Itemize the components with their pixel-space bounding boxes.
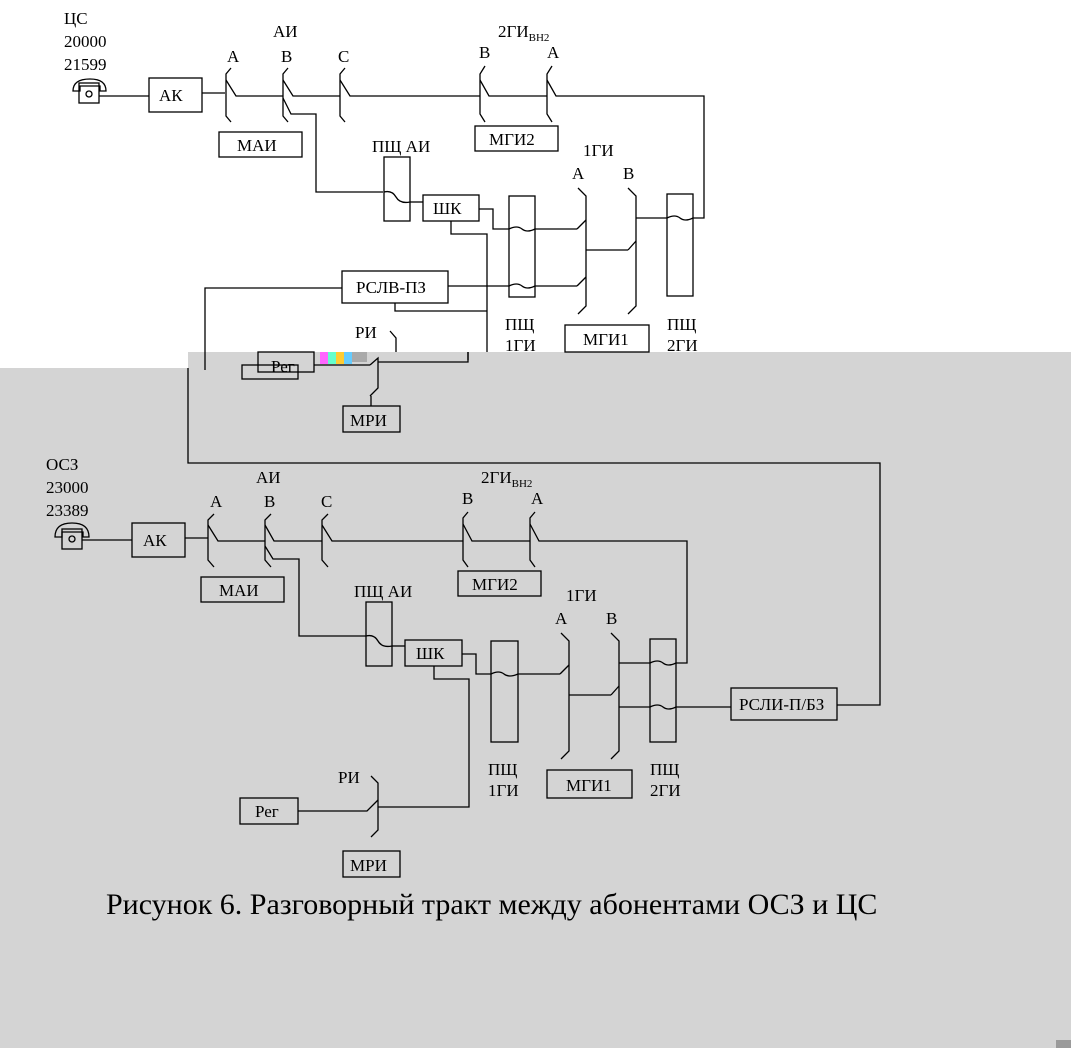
top-pshch-1gi-label-2: 1ГИ bbox=[505, 336, 536, 355]
top-reg-label: Рег bbox=[271, 357, 295, 376]
bottom-1gi-a: А bbox=[555, 609, 568, 628]
bottom-ri-label: РИ bbox=[338, 768, 360, 787]
bottom-ai-title: АИ bbox=[256, 468, 281, 487]
bottom-ai-switch-a bbox=[207, 513, 265, 568]
top-reg-box bbox=[257, 351, 315, 373]
bottom-station-name: ОСЗ bbox=[46, 455, 78, 474]
top-2gi-switch-b bbox=[479, 65, 547, 123]
top-mgi2-label: МГИ2 bbox=[489, 130, 535, 149]
top-2gi-switch-a bbox=[546, 65, 705, 219]
bottom-2gi-b: В bbox=[462, 489, 473, 508]
top-mai-label: МАИ bbox=[237, 136, 277, 155]
top-mai-box bbox=[218, 131, 303, 158]
bottom-ai-switch-c bbox=[321, 513, 463, 568]
bottom-ak-box bbox=[131, 522, 186, 558]
bottom-mgi1-label: МГИ1 bbox=[566, 776, 612, 795]
bottom-ak-label: АК bbox=[143, 531, 167, 550]
top-1gi-switch-a bbox=[576, 187, 628, 315]
bottom-2gi-switch-b bbox=[462, 511, 530, 568]
bottom-ai-b: В bbox=[264, 492, 275, 511]
bottom-2gi-title: 2ГИВН2 bbox=[481, 468, 532, 490]
top-2gi-title: 2ГИВН2 bbox=[498, 22, 549, 44]
bottom-2gi-a: А bbox=[531, 489, 544, 508]
bottom-pshch-1gi-label-1: ПЩ bbox=[488, 760, 517, 779]
top-pshch-1gi-box bbox=[508, 195, 536, 298]
telephone-icon bbox=[54, 522, 90, 550]
top-ai-b: В bbox=[281, 47, 292, 66]
bottom-ai-c: С bbox=[321, 492, 332, 511]
top-ai-a: А bbox=[227, 47, 240, 66]
bottom-pshch-1gi-label-2: 1ГИ bbox=[488, 781, 519, 800]
top-ai-switch-a bbox=[225, 67, 283, 123]
bottom-pshch-2gi-box bbox=[649, 638, 677, 743]
bottom-rsli-label: РСЛИ-П/БЗ bbox=[739, 695, 824, 714]
top-ai-title: АИ bbox=[273, 22, 298, 41]
bottom-1gi-title: 1ГИ bbox=[566, 586, 597, 605]
bottom-mai-box bbox=[200, 576, 285, 603]
top-ai-c: С bbox=[338, 47, 349, 66]
page-bottom-area bbox=[0, 368, 1071, 1048]
middle-overlap: МРИ bbox=[187, 352, 881, 706]
top-ai-switch-b bbox=[282, 67, 383, 193]
bottom-ai-a: А bbox=[210, 492, 223, 511]
page-bottom-area-step bbox=[188, 352, 1071, 372]
top-1gi-switch-b bbox=[627, 187, 667, 315]
corner-mark bbox=[1056, 1040, 1071, 1048]
top-mgi1-box bbox=[564, 324, 650, 353]
bottom-mri-box bbox=[342, 850, 401, 878]
bottom-1gi-b: В bbox=[606, 609, 617, 628]
top-number-to: 21599 bbox=[64, 55, 107, 74]
render-glitch bbox=[320, 352, 367, 364]
top-rslv-label: РСЛВ-ПЗ bbox=[356, 278, 426, 297]
bottom-ai-switch-b bbox=[264, 513, 366, 637]
top-mgi1-label: МГИ1 bbox=[583, 330, 629, 349]
bottom-pshch-2gi-label-1: ПЩ bbox=[650, 760, 679, 779]
bottom-1gi-switch-a bbox=[559, 632, 611, 760]
top-mri-label: МРИ bbox=[350, 411, 387, 430]
top-pshch-2gi-box bbox=[666, 193, 694, 297]
top-ai-switch-c bbox=[339, 67, 480, 123]
bottom-pshch-2gi-label-2: 2ГИ bbox=[650, 781, 681, 800]
bottom-mai-label: МАИ bbox=[219, 581, 259, 600]
bottom-shk-label: ШК bbox=[416, 644, 445, 663]
top-shk-label: ШК bbox=[433, 199, 462, 218]
top-ri-label: РИ bbox=[355, 323, 377, 342]
top-2gi-a: А bbox=[547, 43, 560, 62]
top-pshch-1gi-label-1: ПЩ bbox=[505, 315, 534, 334]
telephone-icon bbox=[72, 78, 107, 104]
bottom-rsli-box bbox=[730, 687, 838, 721]
top-2gi-b: В bbox=[479, 43, 490, 62]
top-pshch-ai-box bbox=[383, 156, 411, 222]
top-ak-box bbox=[148, 77, 203, 113]
bottom-reg-box bbox=[239, 797, 299, 825]
bottom-mri-label: МРИ bbox=[350, 856, 387, 875]
bottom-pshch-ai-box bbox=[365, 601, 393, 667]
top-1gi-title: 1ГИ bbox=[583, 141, 614, 160]
bottom-scheme: ОСЗ 23000 23389 АК АИ А В С МАИ bbox=[46, 455, 838, 878]
top-1gi-b: В bbox=[623, 164, 634, 183]
bottom-mgi1-box bbox=[546, 769, 633, 799]
bottom-pshch-1gi-box bbox=[490, 640, 519, 743]
figure-caption: Рисунок 6. Разговорный тракт между абоне… bbox=[106, 888, 877, 921]
bottom-2gi-switch-a bbox=[529, 511, 688, 664]
top-mgi2-box bbox=[474, 125, 559, 152]
bottom-mgi2-label: МГИ2 bbox=[472, 575, 518, 594]
bottom-reg-label: Рег bbox=[255, 802, 279, 821]
interstation-line bbox=[187, 368, 881, 706]
top-number-from: 20000 bbox=[64, 32, 107, 51]
top-scheme: ЦС 20000 21599 АК АИ А В С bbox=[64, 9, 705, 376]
top-pshch-2gi-label-2: 2ГИ bbox=[667, 336, 698, 355]
top-station-name: ЦС bbox=[64, 9, 88, 28]
top-ak-label: АК bbox=[159, 86, 183, 105]
top-1gi-a: А bbox=[572, 164, 585, 183]
top-pshch-ai-label: ПЩ АИ bbox=[372, 137, 430, 156]
bottom-pshch-ai-label: ПЩ АИ bbox=[354, 582, 412, 601]
bottom-number-from: 23000 bbox=[46, 478, 89, 497]
bottom-number-to: 23389 bbox=[46, 501, 89, 520]
top-pshch-2gi-label-1: ПЩ bbox=[667, 315, 696, 334]
bottom-mgi2-box bbox=[457, 570, 542, 597]
bottom-1gi-switch-b bbox=[610, 632, 650, 760]
